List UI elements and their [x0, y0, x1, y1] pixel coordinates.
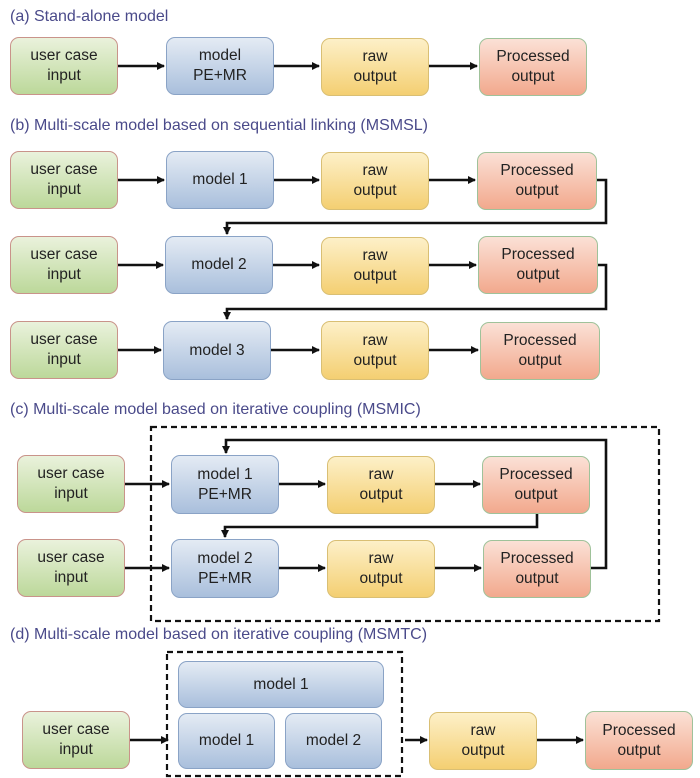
- c-raw-output-1: raw output: [327, 456, 435, 514]
- label-line: output: [516, 266, 560, 283]
- label-line: Processed: [503, 332, 577, 349]
- label-line: input: [54, 485, 88, 502]
- label-line: PE+MR: [198, 485, 252, 503]
- label-line: output: [353, 351, 397, 369]
- b-model-3: model 3: [163, 321, 271, 380]
- label-line: raw: [362, 331, 388, 349]
- label-line: input: [47, 351, 81, 368]
- b-user-case-input-1: user case input: [10, 151, 118, 209]
- section-c-title: (c) Multi-scale model based on iterative…: [10, 401, 421, 418]
- c-processed-output-2: Processed output: [483, 540, 591, 598]
- label-line: output: [461, 742, 505, 759]
- label-line: model 2: [191, 256, 247, 273]
- label-line: model 1: [253, 675, 309, 693]
- label-line: user case: [30, 246, 98, 263]
- d-processed-output: Processed output: [585, 711, 693, 770]
- c-raw-output-2: raw output: [327, 540, 435, 598]
- label-line: Processed: [602, 721, 676, 739]
- b-raw-output-3: raw output: [321, 321, 429, 380]
- section-d-title: (d) Multi-scale model based on iterative…: [10, 626, 428, 643]
- label-line: Processed: [501, 246, 575, 263]
- b-processed-output-2: Processed output: [478, 236, 598, 294]
- label-line: Processed: [500, 550, 574, 567]
- label-line: output: [617, 741, 661, 759]
- label-line: output: [359, 486, 403, 503]
- label-line: raw: [362, 247, 388, 264]
- label-line: model 2: [197, 549, 253, 567]
- label-line: raw: [362, 48, 388, 65]
- section-a-title: (a) Stand-alone model: [10, 8, 169, 25]
- label-line: raw: [368, 466, 394, 483]
- d-model-1: model 1: [178, 713, 275, 769]
- label-line: PE+MR: [193, 67, 247, 84]
- d-user-case-input: user case input: [22, 711, 130, 769]
- label-line: output: [515, 570, 559, 587]
- c-processed-output-1: Processed output: [482, 456, 590, 514]
- label-line: raw: [362, 162, 388, 179]
- label-line: output: [353, 182, 397, 199]
- d-model-1-top: model 1: [178, 661, 384, 708]
- label-line: input: [47, 266, 81, 283]
- c-model-2: model 2 PE+MR: [171, 539, 279, 598]
- label-line: raw: [368, 550, 394, 567]
- label-line: output: [514, 486, 558, 503]
- coupling-arrow-down: [221, 514, 539, 538]
- c-user-case-input-2: user case input: [17, 539, 125, 597]
- label-line: user case: [30, 331, 98, 348]
- label-line: input: [47, 67, 81, 84]
- label-line: model 1: [197, 465, 253, 483]
- label-line: output: [353, 267, 397, 284]
- c-model-1: model 1 PE+MR: [171, 455, 279, 514]
- c-user-case-input-1: user case input: [17, 455, 125, 513]
- a-raw-output: raw output: [321, 38, 429, 96]
- label-line: input: [47, 181, 81, 198]
- label-line: model 3: [189, 341, 245, 359]
- b-processed-output-3: Processed output: [480, 322, 600, 380]
- label-line: model 2: [305, 732, 362, 749]
- label-line: model 1: [198, 732, 255, 749]
- label-line: output: [518, 352, 562, 369]
- label-line: output: [353, 68, 397, 85]
- label-line: input: [54, 569, 88, 586]
- b-raw-output-1: raw output: [321, 152, 429, 210]
- a-processed-output: Processed output: [479, 38, 587, 96]
- label-line: user case: [42, 721, 110, 738]
- b-user-case-input-3: user case input: [10, 321, 118, 379]
- d-raw-output: raw output: [429, 712, 537, 770]
- a-user-case-input: user case input: [10, 37, 118, 95]
- label-line: Processed: [499, 466, 573, 483]
- label-line: raw: [470, 722, 496, 739]
- label-line: user case: [30, 47, 98, 64]
- label-line: Processed: [500, 162, 574, 179]
- b-user-case-input-2: user case input: [10, 236, 118, 294]
- label-line: model: [198, 47, 242, 64]
- b-raw-output-2: raw output: [321, 237, 429, 295]
- label-line: output: [359, 570, 403, 587]
- label-line: PE+MR: [198, 569, 252, 587]
- b-model-2: model 2: [165, 236, 273, 294]
- label-line: user case: [37, 465, 105, 482]
- label-line: user case: [30, 161, 98, 178]
- label-line: output: [515, 182, 559, 199]
- label-line: Processed: [496, 48, 570, 65]
- d-model-2: model 2: [285, 713, 382, 769]
- b-processed-output-1: Processed output: [477, 152, 597, 210]
- section-b-title: (b) Multi-scale model based on sequentia…: [10, 117, 428, 134]
- label-line: output: [511, 68, 555, 85]
- label-line: user case: [37, 549, 105, 566]
- label-line: input: [59, 741, 93, 758]
- b-model-1: model 1: [166, 151, 274, 209]
- label-line: model 1: [192, 171, 248, 188]
